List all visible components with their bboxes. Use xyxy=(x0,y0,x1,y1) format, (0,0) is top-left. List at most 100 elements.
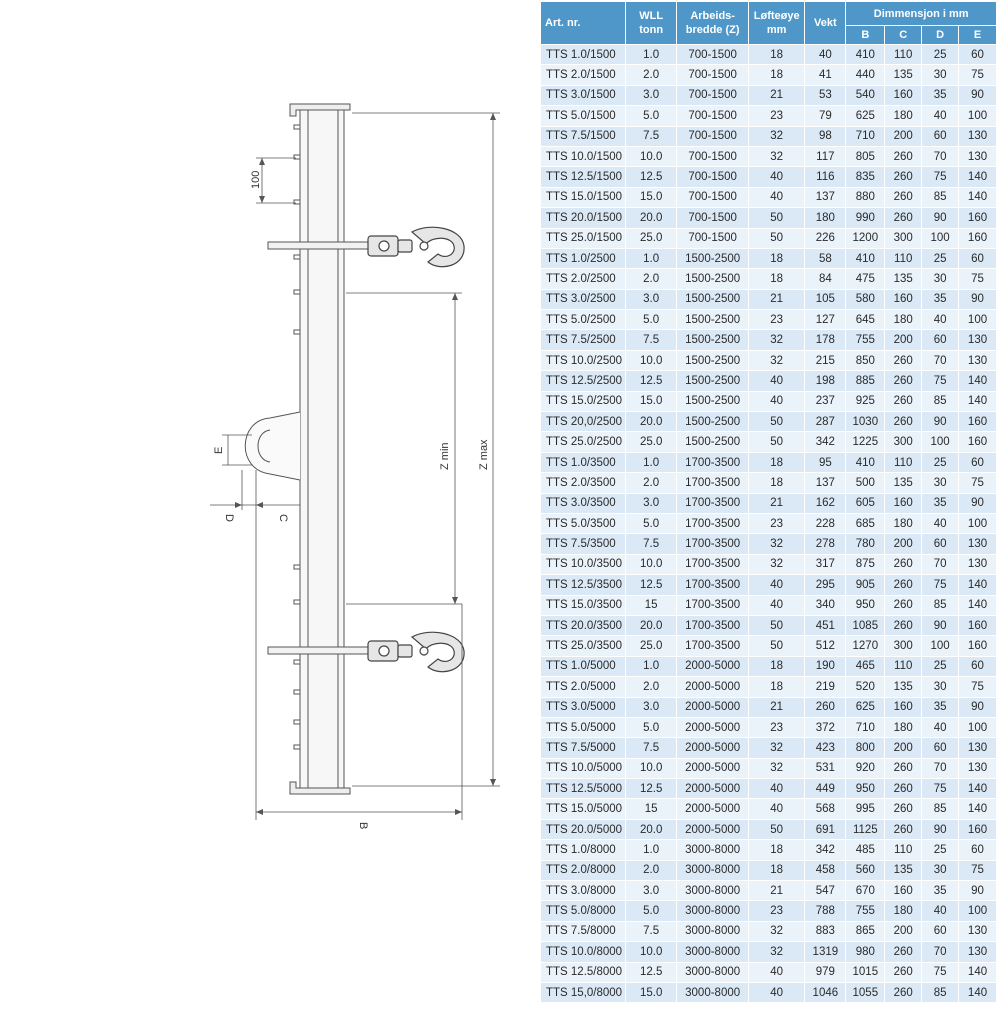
cell-art-nr: TTS 12.5/1500 xyxy=(541,167,627,188)
cell-dim-e: 90 xyxy=(959,85,997,107)
cell-dim-c: 300 xyxy=(885,636,923,657)
cell-art-nr: TTS 2.0/2500 xyxy=(541,269,627,290)
cell-wll: 2.0 xyxy=(626,65,678,86)
cell-lofteoye: 18 xyxy=(749,656,806,678)
cell-lofteoye: 32 xyxy=(749,921,806,943)
cell-dim-c: 110 xyxy=(885,45,923,66)
cell-art-nr: TTS 5.0/3500 xyxy=(541,513,627,535)
cell-dim-b: 670 xyxy=(846,881,886,902)
cell-art-nr: TTS 7.5/2500 xyxy=(541,330,627,351)
cell-arbeidsbredde: 1700-3500 xyxy=(677,452,749,474)
cell-vekt: 237 xyxy=(805,391,847,413)
cell-lofteoye: 32 xyxy=(749,350,806,372)
cell-art-nr: TTS 5.0/8000 xyxy=(541,901,627,922)
cell-arbeidsbredde: 1700-3500 xyxy=(677,575,749,596)
cell-lofteoye: 40 xyxy=(749,391,806,413)
cell-arbeidsbredde: 700-1500 xyxy=(677,126,749,147)
cell-dim-c: 135 xyxy=(885,65,923,86)
cell-arbeidsbredde: 1500-2500 xyxy=(677,310,749,331)
cell-lofteoye: 18 xyxy=(749,860,806,882)
cell-lofteoye: 50 xyxy=(749,636,806,657)
cell-art-nr: TTS 10.0/5000 xyxy=(541,758,627,780)
cell-dim-d: 90 xyxy=(922,412,960,433)
cell-art-nr: TTS 3.0/5000 xyxy=(541,697,627,718)
cell-dim-c: 180 xyxy=(885,513,923,535)
cell-wll: 20.0 xyxy=(626,615,678,637)
cell-dim-c: 110 xyxy=(885,452,923,474)
cell-dim-e: 140 xyxy=(959,982,997,1004)
cell-arbeidsbredde: 1500-2500 xyxy=(677,371,749,392)
cell-dim-c: 180 xyxy=(885,310,923,331)
adjustment-slots xyxy=(293,124,300,750)
cell-vekt: 340 xyxy=(805,595,847,616)
cell-dim-e: 140 xyxy=(959,962,997,983)
cell-dim-e: 90 xyxy=(959,881,997,902)
cell-dim-c: 200 xyxy=(885,126,923,147)
cell-vekt: 449 xyxy=(805,779,847,800)
cell-dim-b: 625 xyxy=(846,106,886,127)
cell-vekt: 219 xyxy=(805,677,847,698)
cell-art-nr: TTS 15.0/2500 xyxy=(541,391,627,413)
cell-arbeidsbredde: 1500-2500 xyxy=(677,412,749,433)
cell-dim-d: 100 xyxy=(922,432,960,453)
cell-lofteoye: 40 xyxy=(749,187,806,209)
cell-dim-e: 75 xyxy=(959,65,997,86)
cell-vekt: 95 xyxy=(805,452,847,474)
cell-dim-b: 865 xyxy=(846,921,886,943)
cell-vekt: 226 xyxy=(805,228,847,249)
cell-art-nr: TTS 15.0/3500 xyxy=(541,595,627,616)
cell-dim-c: 135 xyxy=(885,269,923,290)
cell-arbeidsbredde: 1700-3500 xyxy=(677,595,749,616)
cell-arbeidsbredde: 2000-5000 xyxy=(677,677,749,698)
header-arbeidsbredde: Arbeids-bredde (Z) xyxy=(677,2,749,45)
cell-dim-d: 25 xyxy=(922,452,960,474)
cell-dim-d: 30 xyxy=(922,473,960,494)
cell-dim-c: 260 xyxy=(885,187,923,209)
cell-dim-c: 180 xyxy=(885,106,923,127)
cell-vekt: 788 xyxy=(805,901,847,922)
cell-dim-b: 880 xyxy=(846,187,886,209)
cell-dim-d: 85 xyxy=(922,595,960,616)
cell-arbeidsbredde: 2000-5000 xyxy=(677,738,749,759)
cell-arbeidsbredde: 1700-3500 xyxy=(677,534,749,555)
cell-dim-d: 70 xyxy=(922,554,960,576)
cell-dim-b: 850 xyxy=(846,350,886,372)
cell-wll: 7.5 xyxy=(626,738,678,759)
dim-zmax-label: Z max xyxy=(478,439,490,470)
cell-arbeidsbredde: 1500-2500 xyxy=(677,350,749,372)
cell-dim-d: 90 xyxy=(922,615,960,637)
cell-wll: 10.0 xyxy=(626,554,678,576)
cell-vekt: 98 xyxy=(805,126,847,147)
cell-vekt: 458 xyxy=(805,860,847,882)
cell-arbeidsbredde: 700-1500 xyxy=(677,187,749,209)
cell-dim-b: 685 xyxy=(846,513,886,535)
cell-lofteoye: 50 xyxy=(749,208,806,229)
cell-wll: 7.5 xyxy=(626,534,678,555)
cell-arbeidsbredde: 3000-8000 xyxy=(677,881,749,902)
cell-dim-b: 875 xyxy=(846,554,886,576)
cell-dim-c: 160 xyxy=(885,289,923,311)
cell-lofteoye: 18 xyxy=(749,840,806,861)
cell-arbeidsbredde: 700-1500 xyxy=(677,167,749,188)
cell-art-nr: TTS 7.5/1500 xyxy=(541,126,627,147)
cell-art-nr: TTS 15.0/5000 xyxy=(541,799,627,820)
cell-vekt: 215 xyxy=(805,350,847,372)
cell-arbeidsbredde: 1700-3500 xyxy=(677,554,749,576)
cell-dim-b: 485 xyxy=(846,840,886,861)
cell-vekt: 372 xyxy=(805,717,847,739)
cell-lofteoye: 32 xyxy=(749,554,806,576)
cell-dim-b: 1125 xyxy=(846,819,886,841)
cell-arbeidsbredde: 3000-8000 xyxy=(677,901,749,922)
cell-vekt: 1046 xyxy=(805,982,847,1004)
cell-art-nr: TTS 20.0/3500 xyxy=(541,615,627,637)
cell-dim-e: 75 xyxy=(959,677,997,698)
